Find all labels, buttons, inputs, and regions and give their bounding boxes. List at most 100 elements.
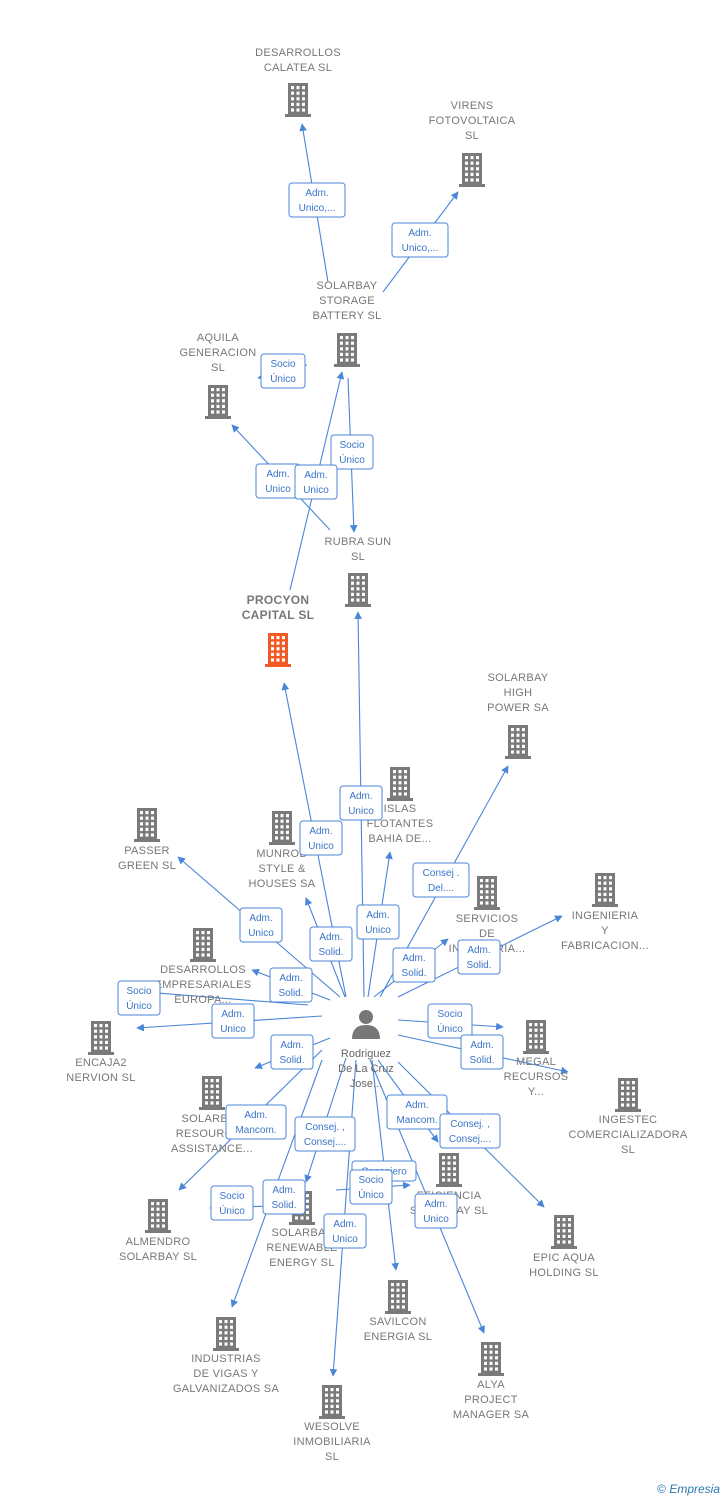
edge-label-text: Consej.... [304, 1137, 346, 1148]
company-name-line: STYLE & [258, 863, 306, 875]
edge-label-box[interactable]: Adm.Solid. [457, 939, 501, 975]
edge-label-box[interactable]: Adm.Unico [255, 463, 301, 499]
edge-label-box[interactable]: Adm.Solid. [309, 926, 353, 962]
edge-label-box[interactable]: Adm.Unico,... [391, 222, 449, 258]
building-window [224, 1336, 228, 1340]
edge-label-box[interactable]: Adm.Solid. [262, 1179, 306, 1215]
edge-label-box[interactable]: Adm.Solid. [270, 1034, 314, 1070]
building-window [280, 814, 284, 818]
edge-label-box[interactable]: Adm.Mancom. [386, 1094, 448, 1130]
building-window [211, 404, 214, 408]
building-icon [145, 1199, 171, 1233]
edge-label-box[interactable]: Adm.Unico [294, 464, 338, 500]
building-window [345, 352, 349, 356]
company-name-line: RENEWABLE [266, 1242, 337, 1254]
building-base [319, 1416, 345, 1419]
building-icon [523, 1020, 549, 1054]
building-window [216, 1084, 219, 1088]
edge-label-box[interactable]: Adm.Mancom. [225, 1104, 287, 1140]
building-window [609, 876, 612, 880]
building-window [336, 1410, 339, 1414]
edge-label-box[interactable]: Adm.Unico [299, 820, 343, 856]
building-window [480, 901, 483, 905]
building-window [402, 1283, 405, 1287]
building-window [529, 1023, 532, 1027]
edge-label-text: Adm. [349, 791, 372, 802]
building-window [211, 393, 214, 397]
edge-label-text: Solid. [271, 1200, 296, 1211]
company-node-megal[interactable]: MEGALRECURSOSY... [504, 1020, 569, 1098]
building-window [302, 102, 305, 106]
building-window [516, 728, 520, 732]
edge-label-box[interactable]: Adm.Unico [356, 904, 400, 940]
edge-label-box[interactable]: Adm.Unico [323, 1213, 367, 1249]
building-icon [269, 811, 295, 845]
building-window [442, 1161, 445, 1165]
edge-label-box[interactable]: Adm.Unico [339, 785, 383, 821]
building-window [442, 1178, 445, 1182]
building-window [453, 1178, 456, 1182]
building-window [330, 1410, 334, 1414]
building-window [529, 1034, 532, 1038]
building-window [151, 1207, 154, 1211]
edge-label-box[interactable]: Adm.Solid. [460, 1034, 504, 1070]
edge-label-box[interactable]: Adm.Unico [239, 907, 283, 943]
building-base [199, 1107, 225, 1110]
edge-label-text: Único [339, 453, 365, 466]
company-node-desarrollos_emp[interactable]: DESARROLLOSEMPRESARIALESEUROPA... [155, 928, 252, 1006]
building-window [94, 1029, 97, 1033]
company-node-ingenieria[interactable]: INGENIERIAYFABRICACION... [561, 873, 649, 952]
edge-label-box[interactable]: Consej. ,Consej.... [294, 1116, 356, 1152]
building-window [396, 1294, 400, 1298]
edge-label-box[interactable]: Adm.Unico,... [288, 182, 346, 218]
edge-label-frame [260, 353, 306, 389]
edge-label-box[interactable]: Adm.Unico [414, 1193, 458, 1229]
building-window [534, 1039, 538, 1043]
edge-label-box[interactable]: Adm.Unico [211, 1003, 255, 1039]
building-window [145, 827, 149, 831]
building-window [201, 936, 205, 940]
building-window [393, 792, 396, 796]
building-window [404, 781, 407, 785]
building-window [568, 1223, 571, 1227]
building-base [345, 604, 371, 607]
edge-label-box[interactable]: Consej .Del.... [412, 862, 470, 898]
edge-label-box[interactable]: Adm.Solid. [269, 967, 313, 1003]
building-window [356, 592, 360, 596]
building-window [210, 1101, 214, 1105]
edge-label-frame [262, 1179, 306, 1215]
edge-label-box[interactable]: Adm.Solid. [392, 947, 436, 983]
building-window [495, 1361, 498, 1365]
building-window [151, 1224, 154, 1228]
edge-label-frame [386, 1094, 448, 1130]
building-window [302, 91, 305, 95]
building-window [211, 410, 214, 414]
edge-label-box[interactable]: Consej. ,Consej.... [439, 1113, 501, 1149]
building-base [474, 907, 500, 910]
